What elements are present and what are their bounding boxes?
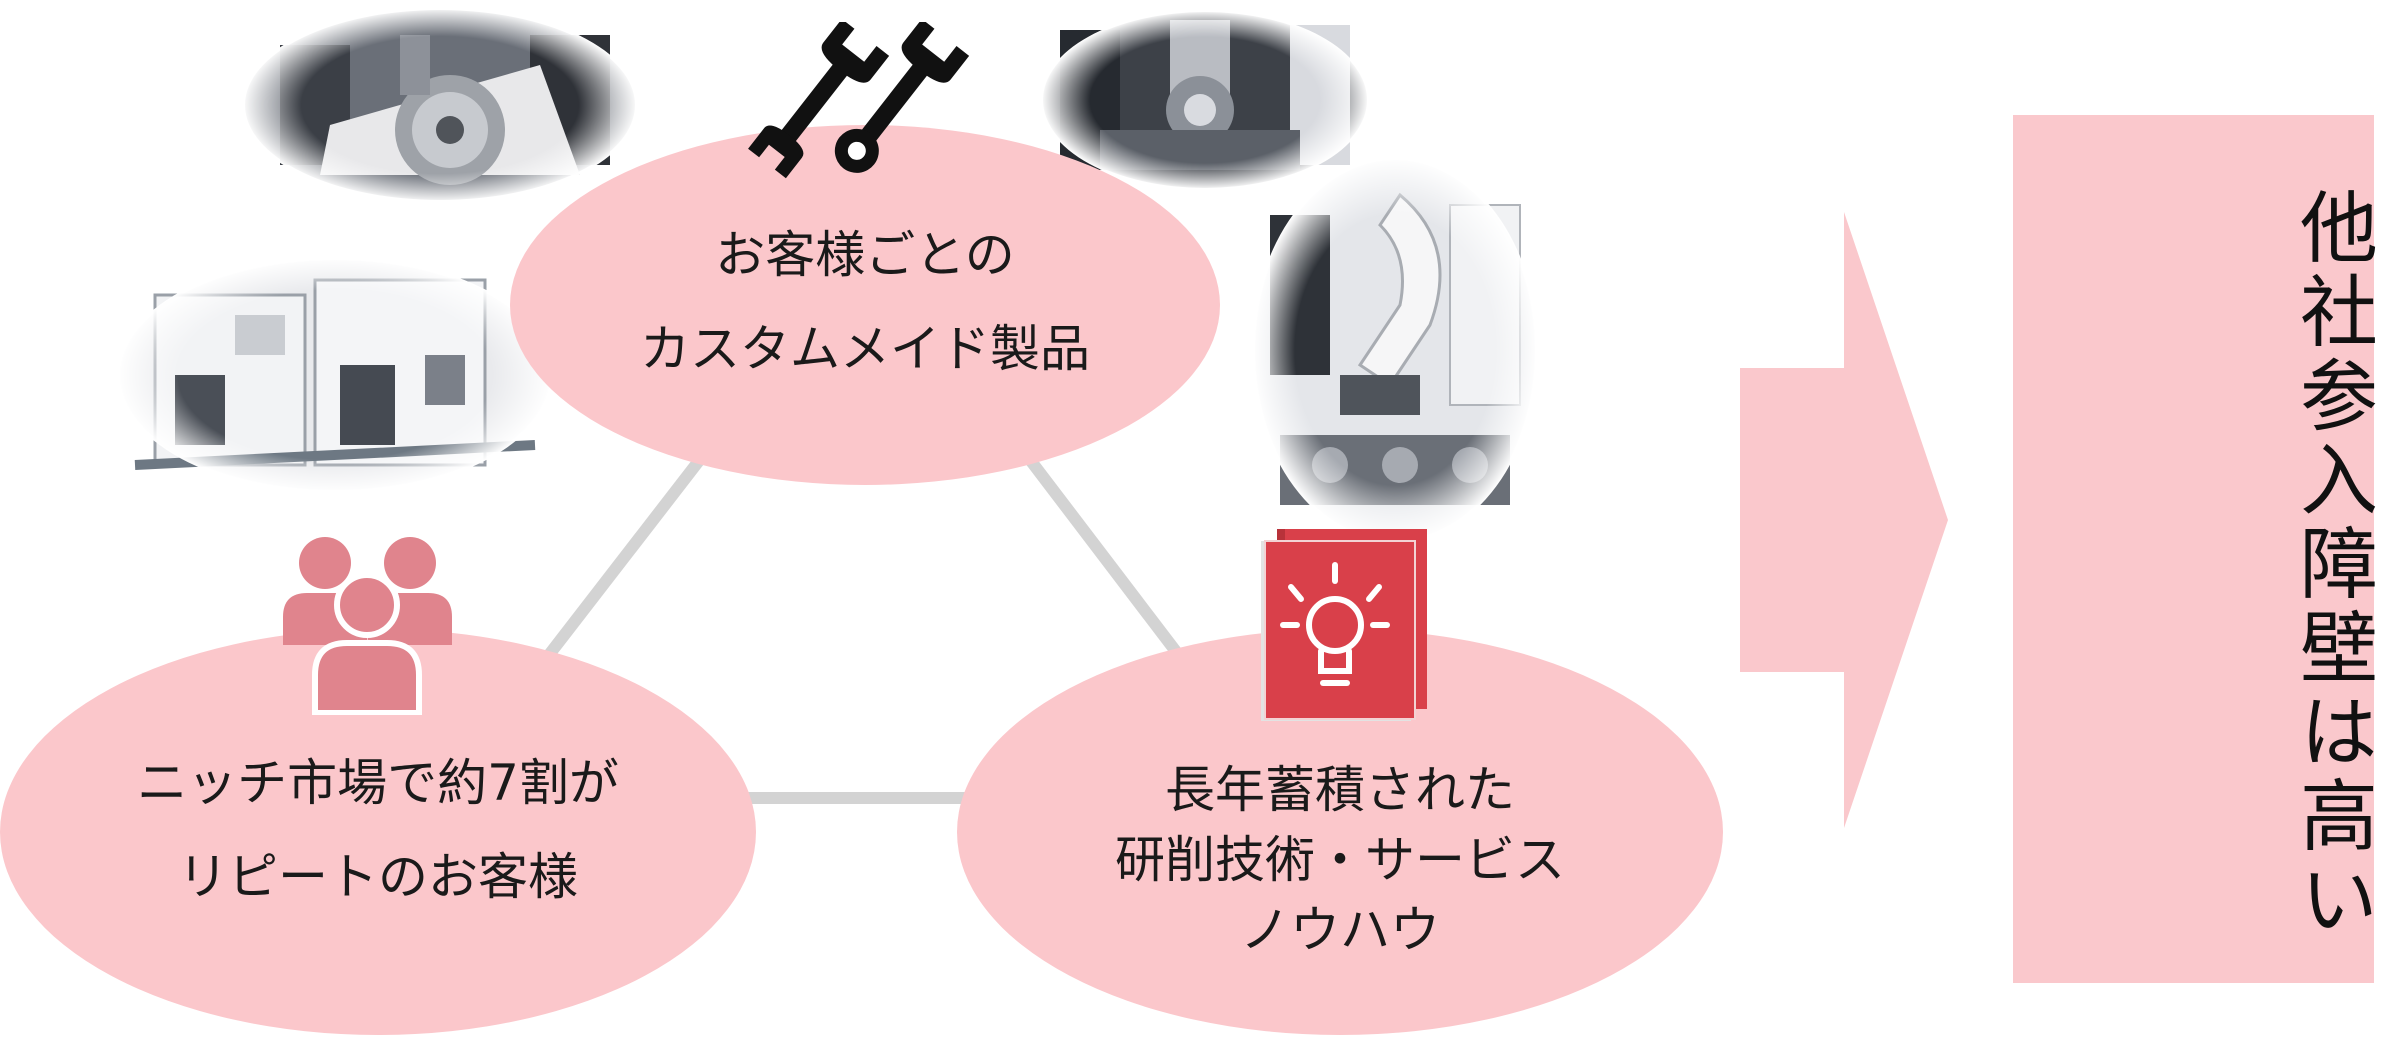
node-right-line3: ノウハウ bbox=[1240, 901, 1440, 959]
node-text-right: 長年蓄積された 研削技術・サービス ノウハウ bbox=[1040, 765, 1640, 955]
node-top-line1: お客様ごとの bbox=[715, 226, 1015, 284]
connector-top-left bbox=[540, 436, 720, 664]
result-box: 他社参入障壁は高い bbox=[2013, 115, 2377, 983]
machine-photo-gear bbox=[242, 7, 638, 203]
machine-photo-robot bbox=[1252, 157, 1538, 543]
node-ellipse-left bbox=[0, 629, 756, 1035]
node-top-line2: カスタムメイド製品 bbox=[640, 320, 1090, 378]
node-right-line2: 研削技術・サービス bbox=[1115, 831, 1565, 889]
node-ellipse-top bbox=[510, 125, 1220, 485]
connector-top-right bbox=[1010, 436, 1195, 674]
node-left-line1: ニッチ市場で約7割が bbox=[137, 754, 619, 812]
result-text: 他社参入障壁は高い bbox=[2287, 187, 2377, 943]
node-right-line1: 長年蓄積された bbox=[1165, 761, 1515, 819]
idea-book-icon bbox=[1261, 529, 1427, 721]
node-ellipse-right bbox=[957, 629, 1723, 1035]
arrow-right bbox=[1740, 212, 1948, 828]
machine-photo-units bbox=[117, 257, 553, 493]
node-text-top: お客様ごとの カスタムメイド製品 bbox=[565, 230, 1165, 374]
machine-photo-spindle bbox=[1041, 10, 1369, 190]
node-left-line2: リピートのお客様 bbox=[178, 848, 578, 906]
wrench-pair-icon bbox=[748, 22, 970, 179]
node-text-left: ニッチ市場で約7割が リピートのお客様 bbox=[78, 758, 678, 902]
people-group-icon bbox=[283, 537, 452, 715]
